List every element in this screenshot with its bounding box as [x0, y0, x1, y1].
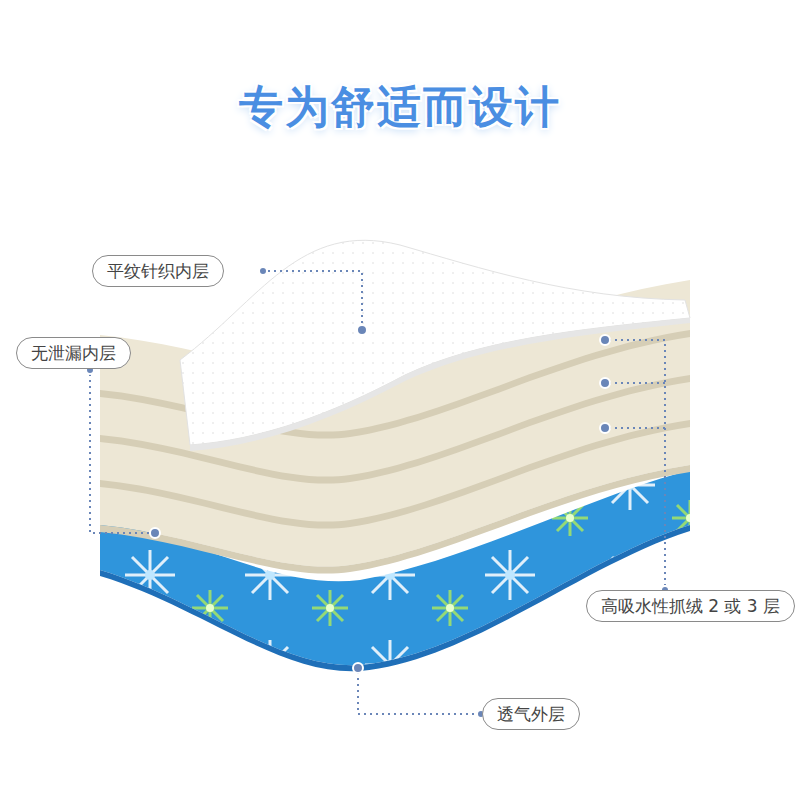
- callout-box: 透气外层: [482, 698, 580, 730]
- callout-label: 高吸水性抓绒 2 或 3 层: [601, 596, 780, 616]
- callout-label: 无泄漏内层: [31, 343, 116, 363]
- diagram-title: 专为舒适而设计: [0, 78, 800, 137]
- callout-label: 透气外层: [497, 704, 565, 724]
- callout-box: 无泄漏内层: [16, 337, 131, 369]
- callout-box: 高吸水性抓绒 2 或 3 层: [586, 590, 795, 622]
- callout-label: 平纹针织内层: [107, 261, 209, 281]
- callout-box: 平纹针织内层: [92, 255, 224, 287]
